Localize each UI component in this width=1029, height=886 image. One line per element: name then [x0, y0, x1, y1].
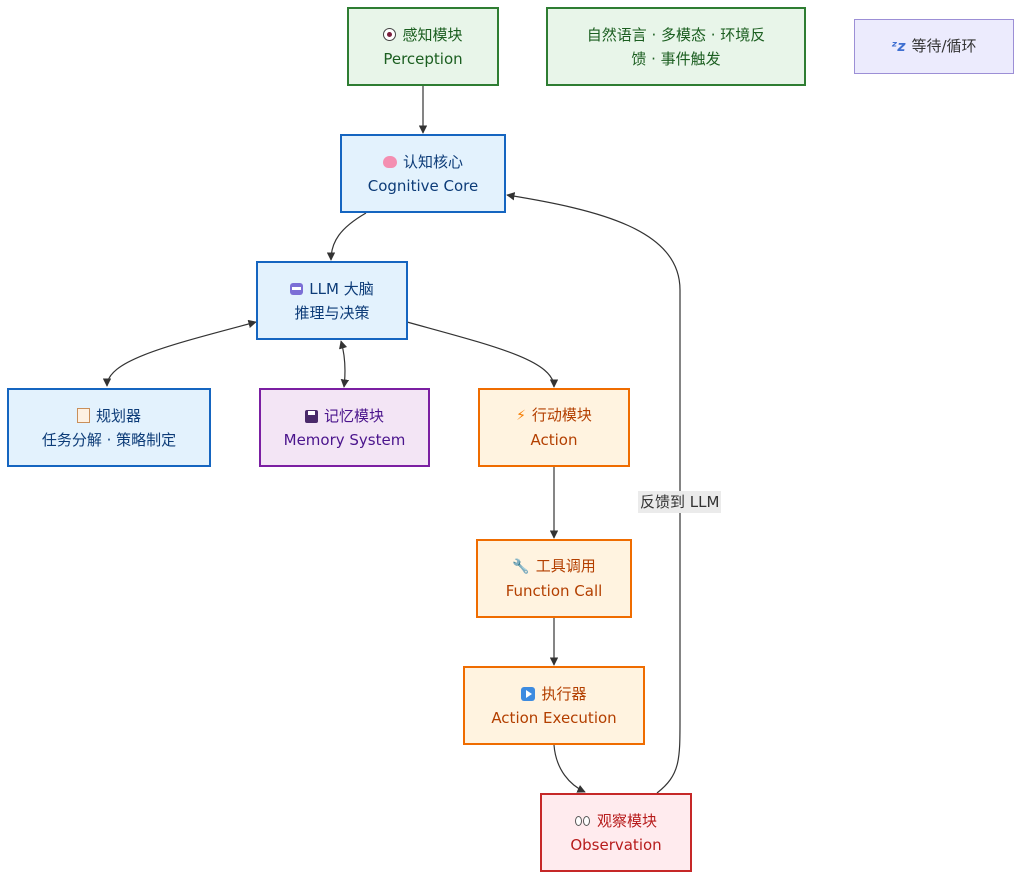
node-cognitive-core[interactable]: 认知核心 Cognitive Core	[340, 134, 506, 213]
play-button-icon	[521, 686, 536, 701]
lightning-icon: ⚡	[516, 408, 526, 424]
edge-cognitive-llm	[326, 212, 367, 261]
node-action-execution[interactable]: 执行器 Action Execution	[463, 666, 645, 745]
action-title: 行动模块	[531, 406, 592, 424]
function-subtitle: Function Call	[505, 582, 603, 600]
node-llm-brain[interactable]: LLM 大脑 推理与决策	[256, 261, 408, 340]
action-subtitle: Action	[530, 431, 578, 449]
edge-execution-observation	[553, 744, 586, 793]
clipboard-icon	[76, 407, 90, 423]
observation-subtitle: Observation	[570, 835, 662, 854]
observation-title: 观察模块	[596, 811, 657, 830]
cognitive-subtitle: Cognitive Core	[367, 176, 479, 195]
planner-subtitle: 任务分解 · 策略制定	[41, 430, 177, 449]
node-action[interactable]: ⚡ 行动模块 Action	[478, 388, 630, 467]
perception-title: 感知模块	[402, 25, 463, 44]
execution-title: 执行器	[541, 684, 587, 703]
brain-icon	[382, 155, 397, 168]
edge-llm-action	[406, 321, 559, 388]
edge-llm-memory	[339, 340, 350, 388]
node-perception[interactable]: 感知模块 Perception	[347, 7, 499, 86]
planner-title: 规划器	[95, 406, 141, 425]
node-waiting[interactable]: ᶻz 等待/循环	[854, 19, 1014, 74]
floppy-disk-icon	[304, 409, 318, 423]
node-input-sources[interactable]: 自然语言 · 多模态 · 环境反 馈 · 事件触发	[546, 7, 806, 86]
eyes-icon	[574, 815, 591, 827]
node-planner[interactable]: 规划器 任务分解 · 策略制定	[7, 388, 211, 467]
eye-icon	[383, 27, 397, 41]
llm-title: LLM 大脑	[309, 279, 374, 298]
memory-subtitle: Memory System	[283, 430, 406, 449]
wrench-icon: 🔧	[512, 559, 530, 575]
node-observation[interactable]: 观察模块 Observation	[540, 793, 692, 872]
edge-llm-planner	[102, 319, 257, 387]
cognitive-title: 认知核心	[402, 152, 463, 171]
perception-subtitle: Perception	[383, 49, 463, 68]
memory-title: 记忆模块	[323, 406, 384, 425]
sleep-zzz-icon: ᶻz	[891, 39, 906, 55]
waiting-title: 等待/循环	[911, 37, 977, 55]
function-title: 工具调用	[535, 557, 596, 575]
edge-observation-cognitive	[506, 192, 681, 794]
input-sources-line1: 自然语言 · 多模态 · 环境反	[586, 25, 766, 44]
llm-subtitle: 推理与决策	[294, 303, 370, 322]
execution-subtitle: Action Execution	[491, 708, 617, 727]
edge-label-feedback: 反馈到 LLM	[638, 491, 722, 513]
robot-icon	[290, 282, 304, 295]
input-sources-line2: 馈 · 事件触发	[631, 49, 721, 68]
node-function-call[interactable]: 🔧 工具调用 Function Call	[476, 539, 632, 618]
node-memory[interactable]: 记忆模块 Memory System	[259, 388, 430, 467]
